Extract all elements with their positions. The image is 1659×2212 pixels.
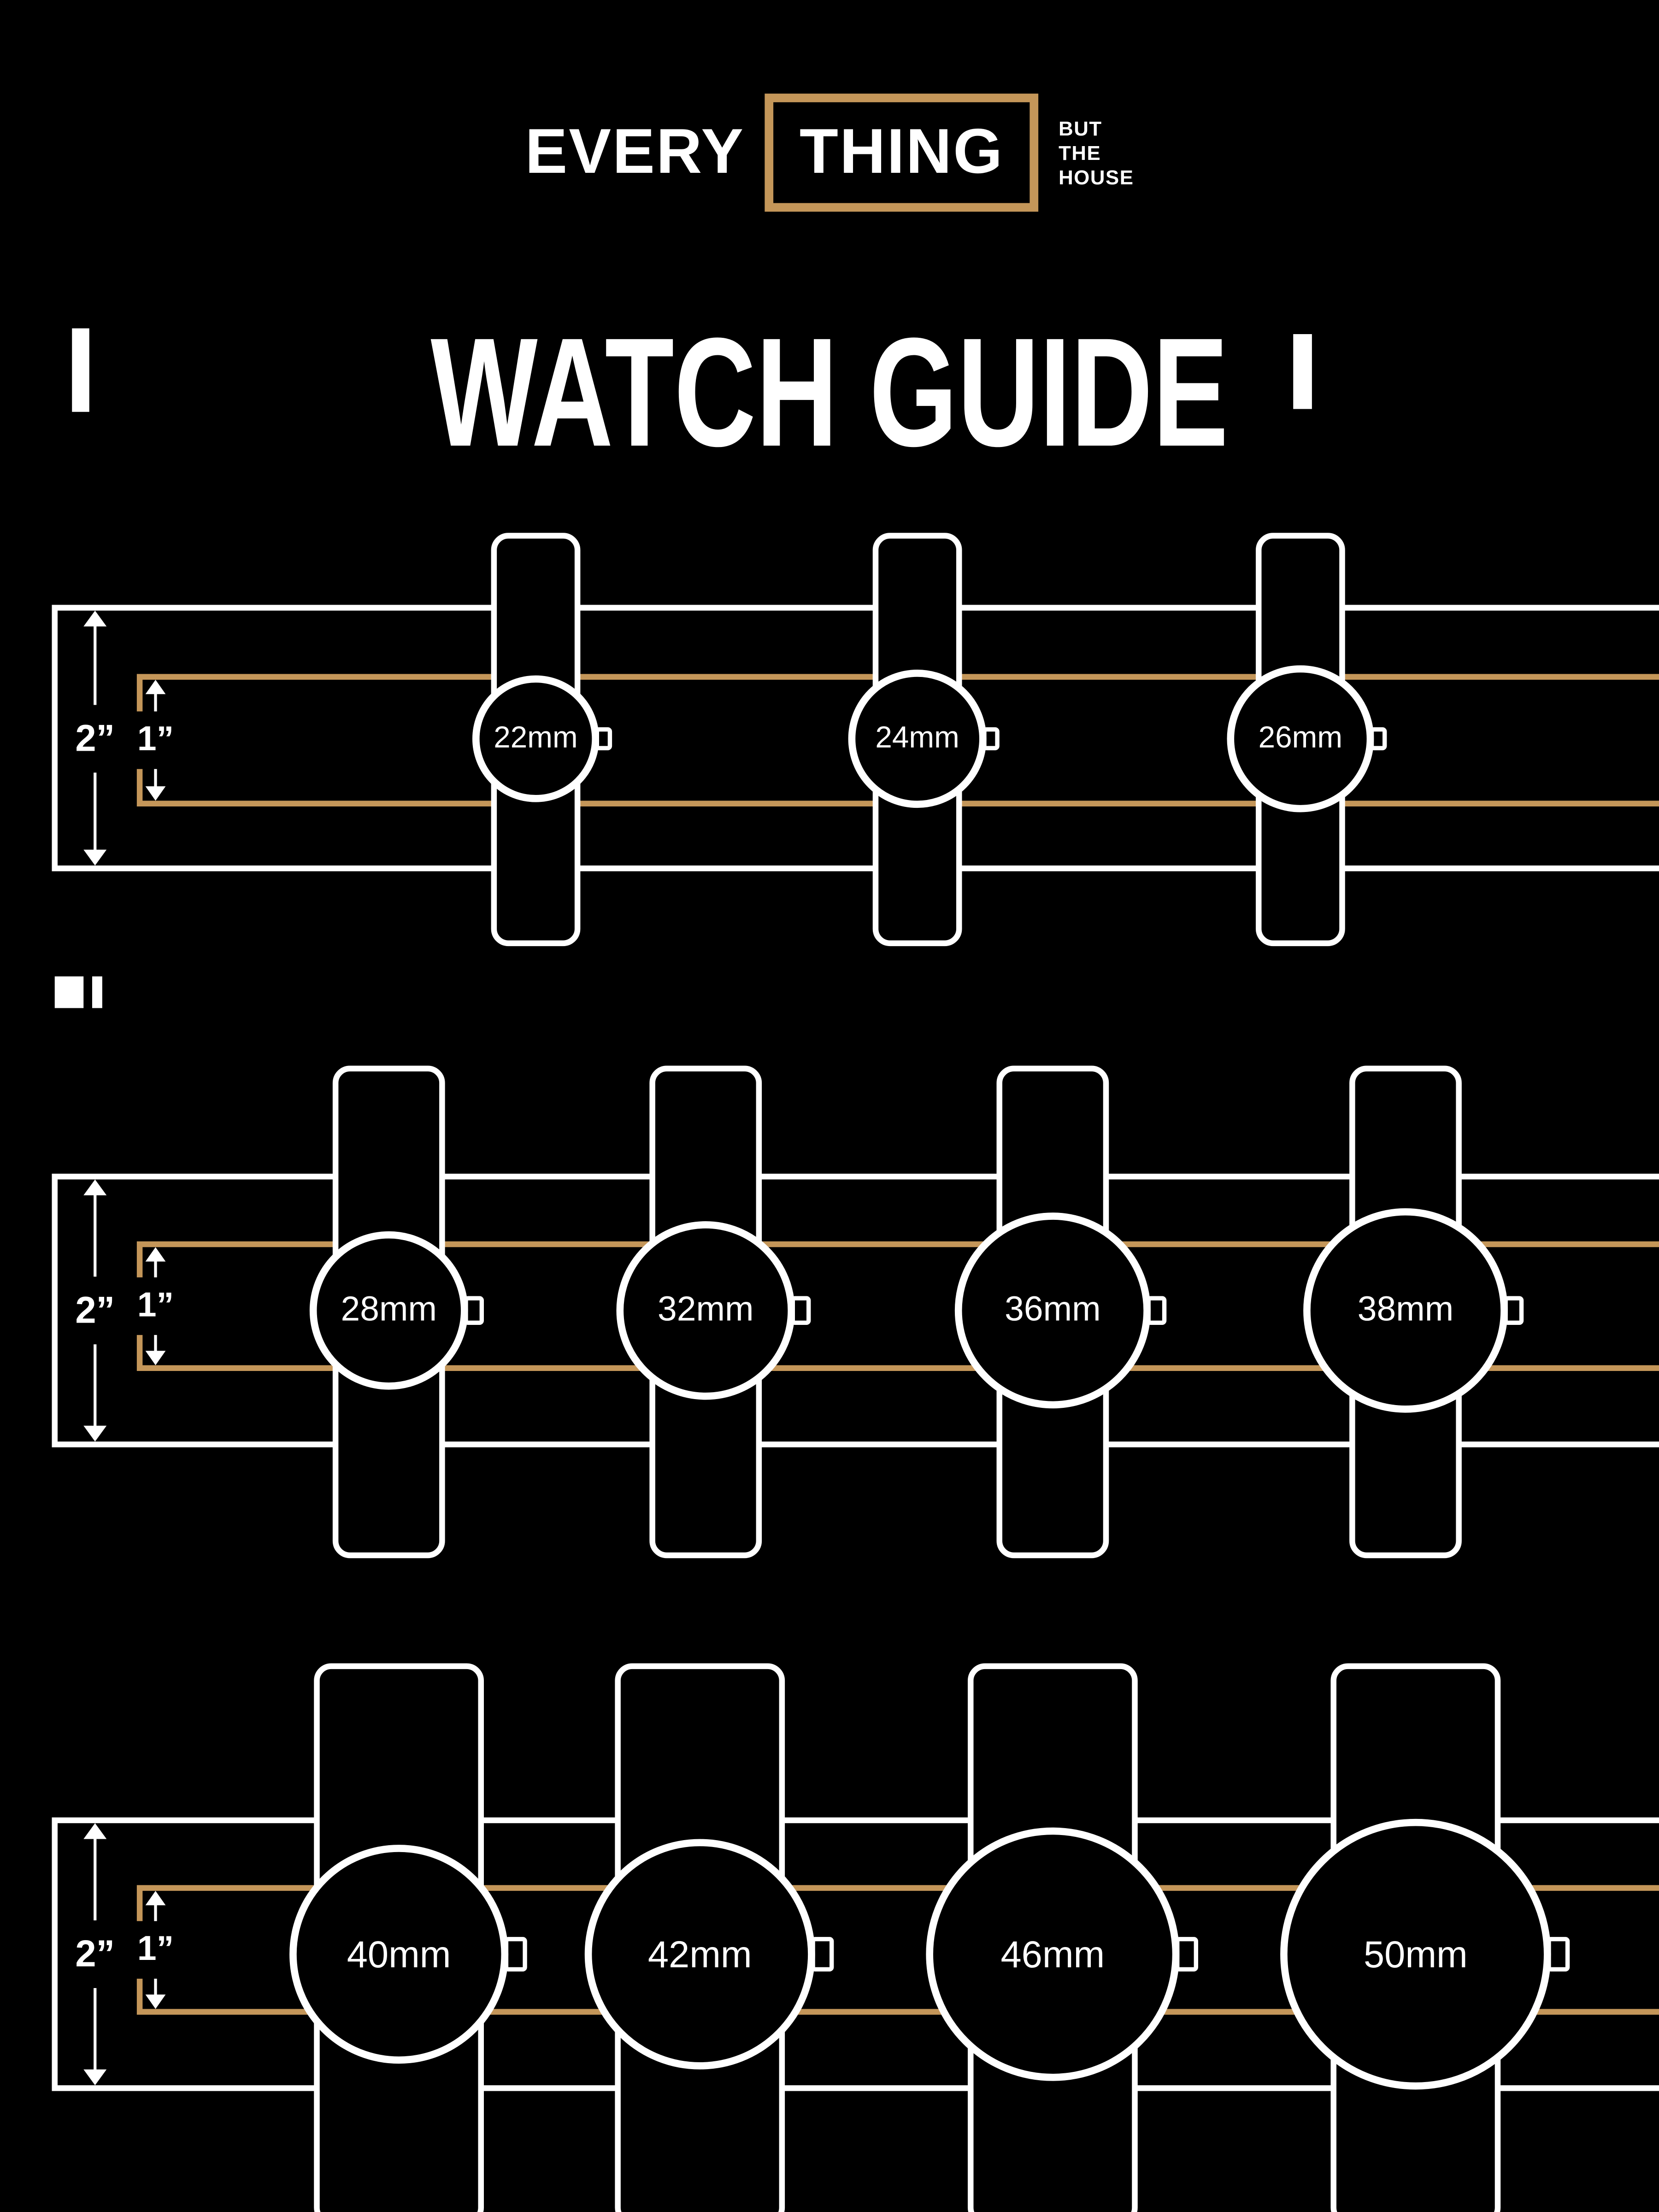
decorative-mark [54, 976, 84, 1008]
dimension-label-1in: 1” [134, 711, 177, 769]
watch-face: 26mm [1227, 665, 1374, 812]
crown-icon [504, 1937, 527, 1972]
dimension-indicator-2in: 2” [71, 1823, 119, 2085]
dimension-label-1in: 1” [134, 1277, 177, 1335]
watch-size-label: 26mm [1258, 721, 1343, 755]
brand-tagline: BUT THE HOUSE [1059, 116, 1134, 189]
watch-face: 42mm [584, 1839, 815, 2070]
dimension-indicator-2in: 2” [71, 611, 119, 866]
watch-size-label: 42mm [647, 1932, 752, 1975]
arrow-down-icon [145, 1351, 166, 1365]
watch-face: 22mm [472, 675, 599, 802]
brand-word-thing: THING [799, 117, 1004, 188]
watch-size-label: 46mm [1000, 1932, 1105, 1975]
brand-tagline-line-2: THE [1059, 140, 1101, 164]
arrow-down-icon [83, 849, 107, 866]
arrow-down-icon [83, 2069, 107, 2085]
dimension-indicator-2in: 2” [71, 1179, 119, 1442]
watch-face: 40mm [289, 1845, 509, 2064]
brand-logo: EVERY THING BUT THE HOUSE [0, 83, 1659, 222]
dimension-label-2in: 2” [71, 704, 119, 772]
arrow-up-icon [145, 680, 166, 694]
watch-face: 28mm [309, 1231, 468, 1390]
watch-size-label: 28mm [341, 1290, 437, 1330]
watch-face: 38mm [1303, 1208, 1508, 1413]
two-inch-band-outline [52, 1173, 1659, 1447]
decorative-mark [92, 976, 102, 1008]
arrow-up-icon [83, 611, 107, 627]
one-inch-band-outline [136, 1885, 1659, 2015]
watch-face: 50mm [1280, 1818, 1551, 2090]
dimension-indicator-1in: 1” [134, 1891, 177, 2009]
arrow-down-icon [83, 1425, 107, 1442]
watch-face: 32mm [616, 1221, 795, 1400]
dimension-label-2in: 2” [71, 1277, 119, 1345]
arrow-up-icon [145, 1891, 166, 1906]
page-title: WATCH GUIDE [430, 307, 1229, 480]
brand-tagline-line-3: HOUSE [1059, 165, 1134, 188]
decorative-mark [72, 328, 89, 412]
watch-size-label: 32mm [658, 1290, 754, 1330]
dimension-indicator-1in: 1” [134, 1247, 177, 1365]
dimension-label-2in: 2” [71, 1920, 119, 1988]
watch-size-label: 40mm [347, 1932, 451, 1975]
arrow-down-icon [145, 1994, 166, 2009]
arrow-down-icon [145, 786, 166, 801]
watch-size-label: 24mm [875, 721, 959, 755]
decorative-mark [1293, 334, 1312, 409]
dimension-indicator-1in: 1” [134, 680, 177, 801]
arrow-up-icon [83, 1823, 107, 1839]
watch-size-label: 22mm [494, 721, 578, 755]
watch-size-label: 36mm [1005, 1290, 1101, 1330]
one-inch-band-outline [136, 1241, 1659, 1371]
brand-word-every: EVERY [525, 117, 745, 188]
dimension-label-1in: 1” [134, 1921, 177, 1979]
arrow-up-icon [83, 1179, 107, 1195]
brand-word-thing-box: THING [765, 94, 1039, 212]
brand-tagline-line-1: BUT [1059, 116, 1102, 139]
watch-size-label: 38mm [1357, 1290, 1454, 1330]
watch-face: 24mm [848, 670, 987, 808]
watch-size-label: 50mm [1363, 1932, 1468, 1975]
arrow-up-icon [145, 1247, 166, 1262]
watch-face: 36mm [954, 1212, 1151, 1409]
watch-face: 46mm [926, 1827, 1180, 2081]
